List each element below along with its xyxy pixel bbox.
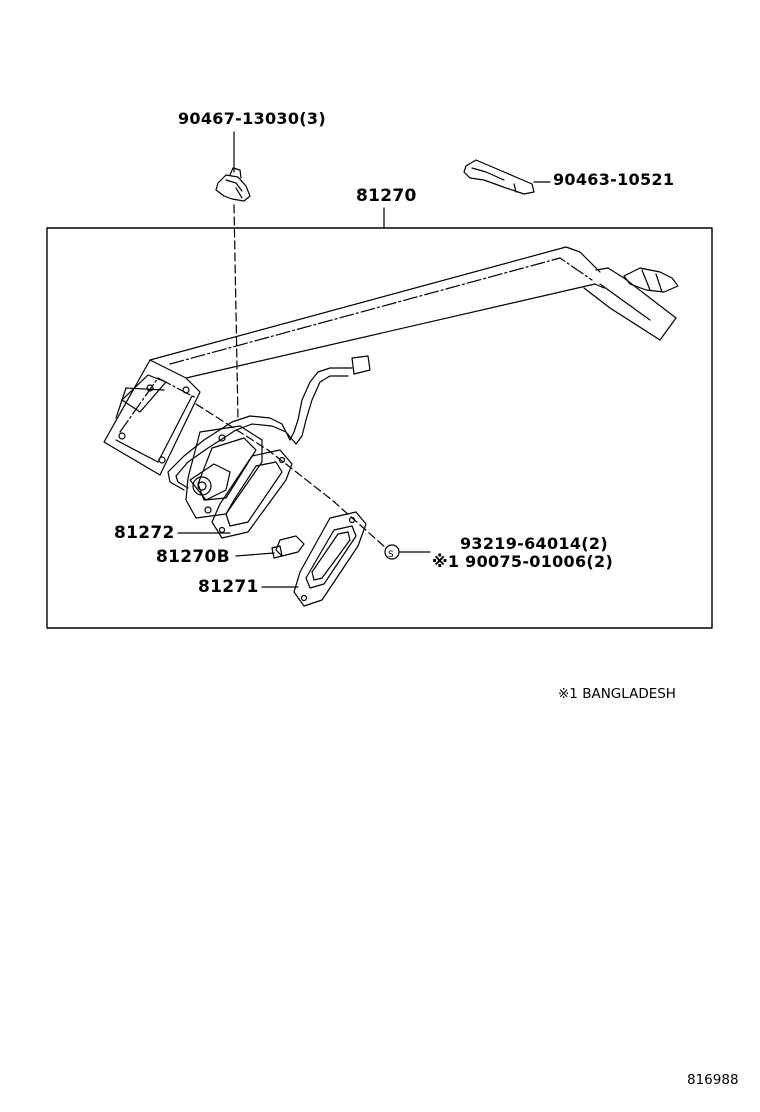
clip-part-right [463,159,535,195]
bulb-part [271,535,305,559]
diagram-number: 816988 [687,1072,739,1088]
label-clip-right: 90463-10521 [553,170,675,189]
svg-text:S: S [388,550,394,560]
bracket-body [103,246,677,476]
label-screw-b: ※1 90075-01006(2) [432,552,614,571]
socket-assembly [185,425,263,519]
clip-dashline [233,204,239,421]
bulb-leader [235,552,275,557]
label-bulb: 81270B [156,547,230,567]
assembly-frame [46,227,713,629]
lens-part [293,511,367,607]
label-lens: 81271 [198,577,259,597]
screw-dashline [195,403,387,549]
label-assembly: 81270 [356,186,417,206]
region-note: ※1 BANGLADESH [558,686,676,702]
clip-part-top [215,167,251,202]
connector-right [623,267,679,293]
label-screw-a: 93219-64014(2) [460,534,608,553]
screw-part: S [384,544,400,560]
wire-harness [167,355,371,491]
gasket-part [211,449,293,539]
label-clip-top: 90467-13030(3) [178,109,326,128]
label-gasket: 81272 [114,523,175,543]
